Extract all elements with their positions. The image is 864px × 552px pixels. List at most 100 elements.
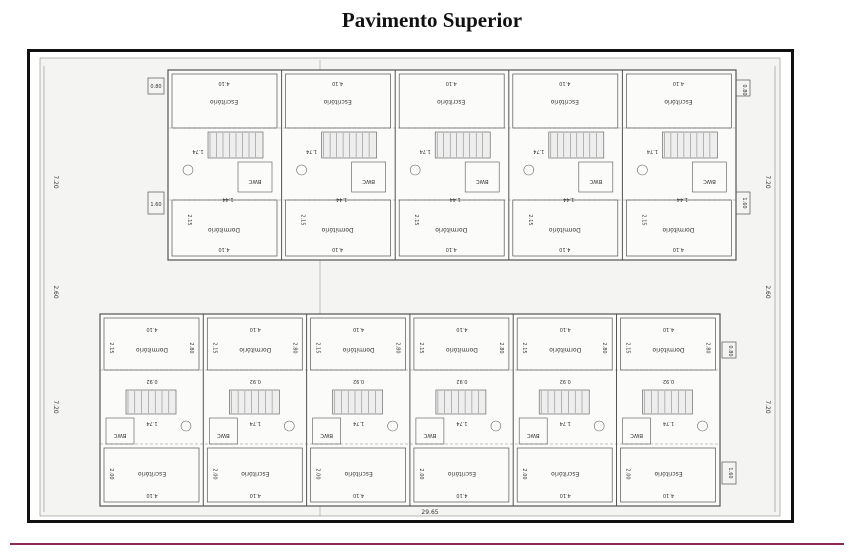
office-width-label: 4.10 (560, 492, 571, 498)
bedroom-label: Dormitório (208, 226, 240, 233)
bedroom-label: Dormitório (446, 346, 478, 353)
bedroom-depth-label: 2.15 (300, 214, 306, 225)
dim-label: 0.92 (456, 378, 467, 384)
bedroom-room (171, 199, 278, 257)
stair (538, 389, 590, 415)
bedroom-label: Dormitório (136, 346, 168, 353)
side-box (735, 79, 751, 97)
bedroom-room (103, 317, 200, 371)
page-title: Pavimento Superior (341, 8, 523, 32)
office-label: Escritório (664, 98, 693, 105)
bedroom-width-label: 4.10 (250, 326, 261, 332)
bedroom-width-label: 4.10 (560, 326, 571, 332)
office-width-label: 4.10 (673, 80, 684, 86)
bedroom-width-label: 4.10 (446, 246, 457, 252)
bathroom-label: BWC (217, 432, 230, 438)
office-width-label: 4.10 (146, 492, 157, 498)
bedroom-depth-label: 2.15 (625, 342, 631, 353)
side-box-label: 1.60 (150, 202, 161, 208)
bedroom-room (516, 317, 613, 371)
stair-dim-label: 1.74 (192, 148, 203, 154)
bedroom-width-label: 4.10 (559, 246, 570, 252)
bedroom-width-label: 4.10 (218, 246, 229, 252)
bedroom-room (398, 199, 505, 257)
office-width-label: 4.10 (663, 492, 674, 498)
stair-dim-label: 1.74 (250, 420, 261, 426)
dim-label: 0.92 (663, 378, 674, 384)
bedroom-width-label: 4.10 (456, 326, 467, 332)
dim-label: 0.92 (146, 378, 157, 384)
gap-label-left: 2.60 (52, 285, 59, 299)
office-label: Escritório (323, 98, 352, 105)
stair (548, 131, 605, 159)
bedroom-label: Dormitório (652, 346, 684, 353)
door-swing (180, 420, 192, 432)
bedroom-label: Dormitório (549, 346, 581, 353)
office-room (512, 73, 619, 129)
office-label: Escritório (550, 98, 579, 105)
bedroom-room (413, 317, 510, 371)
office-depth-label: 2.00 (418, 468, 424, 479)
door-swing (697, 420, 708, 432)
office-room (620, 447, 716, 503)
bedroom-label: Dormitório (548, 226, 580, 233)
office-width-label: 4.10 (332, 80, 343, 86)
bathroom-label: BWC (248, 178, 261, 184)
bathroom (351, 161, 386, 193)
bathroom-label: BWC (476, 178, 489, 184)
office-label: Escritório (210, 98, 239, 105)
wall-dim-label: 2.80 (498, 342, 504, 353)
wall-dim-label: 2.80 (188, 342, 194, 353)
bedroom-depth-label: 2.15 (211, 342, 217, 353)
office-width-label: 4.10 (456, 492, 467, 498)
stair-dim-label: 1.74 (533, 148, 544, 154)
bedroom-depth-label: 2.15 (527, 214, 533, 225)
side-box (735, 191, 751, 215)
bedroom-room (512, 199, 619, 257)
side-box-label: 1.60 (741, 197, 747, 208)
office-width-label: 4.10 (353, 492, 364, 498)
bathroom-label: BWC (589, 178, 602, 184)
gap-label-right: 2.60 (764, 285, 771, 299)
stair-dim-label: 1.74 (456, 420, 467, 426)
stair-dim-label: 1.44 (450, 196, 461, 202)
door-swing (387, 420, 398, 432)
bathroom-label: BWC (320, 432, 333, 438)
stair-dim-label: 1.74 (560, 420, 571, 426)
door-swing (283, 420, 295, 432)
bedroom-depth-label: 2.15 (418, 342, 424, 353)
side-box (721, 461, 737, 485)
wall-dim-label: 2.80 (705, 342, 711, 353)
stair-dim-label: 1.44 (677, 196, 688, 202)
bathroom (312, 417, 341, 445)
office-width-label: 4.10 (250, 492, 261, 498)
bathroom-label: BWC (630, 432, 643, 438)
stair-dim-label: 1.44 (336, 196, 347, 202)
bathroom (209, 417, 238, 445)
bathroom (692, 161, 727, 193)
wall-dim-label: 2.80 (601, 342, 607, 353)
depth-label-top-left: 7.20 (52, 175, 59, 189)
bedroom-room (206, 317, 303, 371)
stair-dim-label: 1.44 (563, 196, 574, 202)
door-swing (637, 164, 648, 176)
bedroom-room (626, 199, 732, 257)
door-swing (296, 164, 307, 176)
door-swing (409, 164, 421, 176)
office-room (206, 447, 303, 503)
side-box-label: 0.80 (741, 84, 747, 95)
bedroom-label: Dormitório (435, 226, 467, 233)
overall-width-label: 29.65 (421, 509, 438, 516)
bedroom-room (285, 199, 391, 257)
office-depth-label: 2.00 (315, 468, 321, 479)
bathroom (622, 417, 651, 445)
dim-label: 0.92 (250, 378, 261, 384)
bedroom-depth-label: 2.15 (315, 342, 321, 353)
bathroom (578, 161, 614, 193)
side-box (147, 191, 165, 215)
stair (229, 389, 280, 415)
stair (207, 131, 264, 159)
depth-label-bottom-left: 7.20 (52, 400, 59, 414)
door-swing (490, 420, 502, 432)
